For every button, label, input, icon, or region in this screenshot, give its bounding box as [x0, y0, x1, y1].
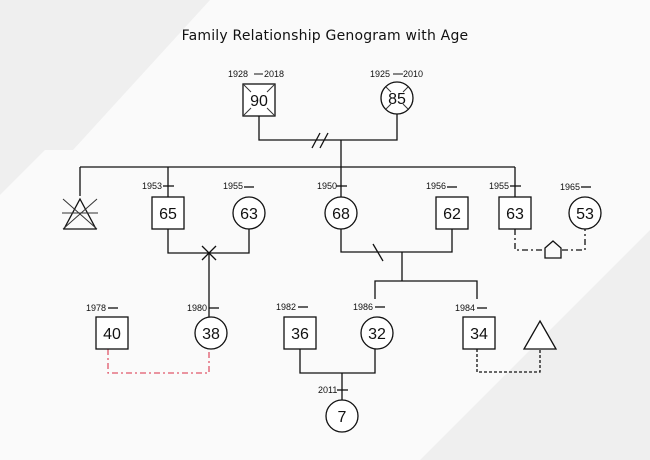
son-a-spouse-circle[interactable] — [232, 196, 266, 230]
age-grandson: 34 — [470, 326, 488, 343]
birth-year-son-b-partner: 1965 — [560, 182, 580, 192]
death-year-grandmother: 2010 — [403, 69, 423, 79]
age-son-b-partner: 53 — [576, 206, 594, 223]
birth-year-granddaughter-b: 1986 — [353, 302, 373, 312]
relationship-line-40-38 — [107, 349, 210, 374]
daughter-spouse-square[interactable] — [435, 196, 469, 230]
marriage-line-65-63 — [167, 229, 250, 254]
age-grandmother: 85 — [388, 91, 406, 108]
age-son-a-spouse: 63 — [240, 206, 258, 223]
relationship-line-34-partner — [476, 349, 541, 373]
age-daughter-spouse: 62 — [443, 206, 461, 223]
cohabitation-line-right — [562, 229, 586, 251]
granddaughter-a-circle[interactable] — [194, 316, 228, 350]
grandson-partner-triangle[interactable] — [522, 319, 558, 350]
birth-year-granddaughter-a: 1980 — [187, 303, 207, 313]
age-great-grandchild: 7 — [338, 409, 347, 426]
birth-year-grandmother: 1925 — [370, 69, 390, 79]
age-granddaughter-a: 38 — [202, 326, 220, 343]
marriage-line-68-62 — [340, 229, 453, 253]
death-year-grandfather: 2018 — [264, 69, 284, 79]
son-b-partner-circle[interactable] — [568, 196, 602, 230]
birth-year-daughter: 1950 — [317, 181, 337, 191]
divorce-slash-2 — [319, 132, 329, 149]
age-grandfather: 90 — [250, 93, 268, 110]
daughter-circle[interactable] — [324, 196, 358, 230]
grandson-in-law-square[interactable] — [95, 316, 129, 350]
age-daughter: 68 — [332, 206, 350, 223]
deceased-markers — [62, 84, 409, 230]
stillbirth-triangle[interactable] — [62, 197, 98, 230]
birth-year-son-a-spouse: 1955 — [223, 181, 243, 191]
birth-year-son-a: 1953 — [142, 181, 162, 191]
birth-year-daughter-spouse: 1956 — [426, 181, 446, 191]
birth-year-great-grandchild: 2011 — [318, 385, 337, 395]
age-granddaughter-b: 32 — [368, 326, 386, 343]
marriage-line-36-32 — [299, 349, 376, 374]
age-grandson-in-law: 40 — [103, 326, 121, 343]
age-son-b: 63 — [506, 206, 524, 223]
stillbirth-x-2 — [62, 198, 98, 230]
separation-slash — [372, 243, 384, 262]
cohabitation-line-left — [514, 229, 545, 251]
birth-year-son-b: 1955 — [489, 181, 509, 191]
diagram-title: Family Relationship Genogram with Age — [181, 28, 469, 44]
birth-year-grandson: 1984 — [455, 303, 475, 313]
son-a-square[interactable] — [151, 196, 185, 230]
grandson-in-law-b-square[interactable] — [283, 316, 317, 350]
age-son-a: 65 — [159, 206, 177, 223]
divorce-slash-1 — [311, 132, 321, 149]
children-line-68-62 — [374, 280, 478, 299]
grandson-square[interactable] — [462, 316, 496, 350]
age-grandson-in-law-b: 36 — [291, 326, 309, 343]
granddaughter-b-circle[interactable] — [360, 316, 394, 350]
house-icon — [544, 240, 562, 259]
birth-year-grandfather: 1928 — [228, 69, 248, 79]
birth-year-grandson-in-law-b: 1982 — [276, 302, 296, 312]
marriage-line-grandparents — [258, 114, 398, 141]
son-b-square[interactable] — [498, 196, 532, 230]
birth-year-grandson-in-law: 1978 — [86, 303, 106, 313]
great-grandchild-circle[interactable] — [325, 399, 359, 433]
